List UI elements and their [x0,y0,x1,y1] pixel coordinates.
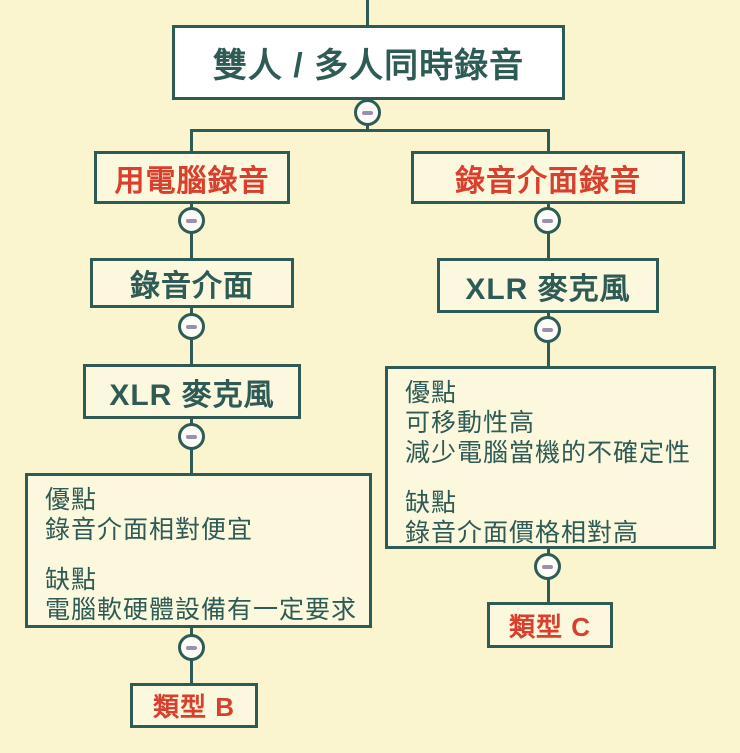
node-left-interface[interactable]: 錄音介面 [90,258,294,308]
right-pros-item-2: 減少電腦當機的不確定性 [405,439,692,467]
minus-icon [186,645,197,650]
node-left-details[interactable]: 優點 錄音介面相對便宜 缺點 電腦軟硬體設備有一定要求 [25,473,372,628]
node-root-label: 雙人 / 多人同時錄音 [212,47,525,85]
right-pros-title: 優點 [405,379,458,407]
connector-root-top [366,0,369,26]
node-right-details[interactable]: 優點 可移動性高 減少電腦當機的不確定性 缺點 錄音介面價格相對高 [385,366,716,549]
node-right-result[interactable]: 類型 C [487,602,613,648]
connector-branch-horizontal [190,129,550,132]
node-right-xlr-mic-label: XLR 麥克風 [465,272,631,306]
node-left-method[interactable]: 用電腦錄音 [94,151,290,204]
minus-icon [362,110,373,115]
node-left-xlr-mic[interactable]: XLR 麥克風 [83,364,301,419]
node-left-xlr-mic-label: XLR 麥克風 [109,378,275,412]
minus-icon [186,218,197,223]
collapse-button-left-interface[interactable] [178,313,205,340]
collapse-button-right-details[interactable] [534,553,561,580]
node-right-method-label: 錄音介面錄音 [455,164,641,198]
node-left-method-label: 用電腦錄音 [114,164,270,198]
right-pros-item-1: 可移動性高 [405,409,536,437]
node-right-xlr-mic[interactable]: XLR 麥克風 [437,258,659,313]
minus-icon [542,564,553,569]
left-cons-title: 缺點 [45,566,98,594]
right-cons-title: 缺點 [405,489,458,517]
left-details-gap [45,545,361,565]
minus-icon [542,218,553,223]
collapse-button-root[interactable] [354,99,381,126]
node-left-result[interactable]: 類型 B [130,683,258,728]
collapse-button-right-xlr[interactable] [534,316,561,343]
right-details-gap [405,468,705,488]
collapse-button-left-details[interactable] [178,634,205,661]
left-pros-item: 錄音介面相對便宜 [45,516,254,544]
connector-right-drop [547,129,550,152]
minus-icon [186,434,197,439]
right-cons-item: 錄音介面價格相對高 [405,519,640,547]
node-root[interactable]: 雙人 / 多人同時錄音 [172,25,565,100]
connector-left-drop [190,129,193,152]
left-pros-title: 優點 [45,486,98,514]
collapse-button-left-method[interactable] [178,207,205,234]
collapse-button-right-method[interactable] [534,207,561,234]
minus-icon [186,324,197,329]
collapse-button-left-xlr[interactable] [178,423,205,450]
node-left-result-label: 類型 B [152,692,235,722]
node-left-interface-label: 錄音介面 [130,270,254,303]
node-right-result-label: 類型 C [508,611,591,642]
left-cons-item: 電腦軟硬體設備有一定要求 [45,596,358,624]
node-right-method[interactable]: 錄音介面錄音 [411,151,685,204]
minus-icon [542,327,553,332]
